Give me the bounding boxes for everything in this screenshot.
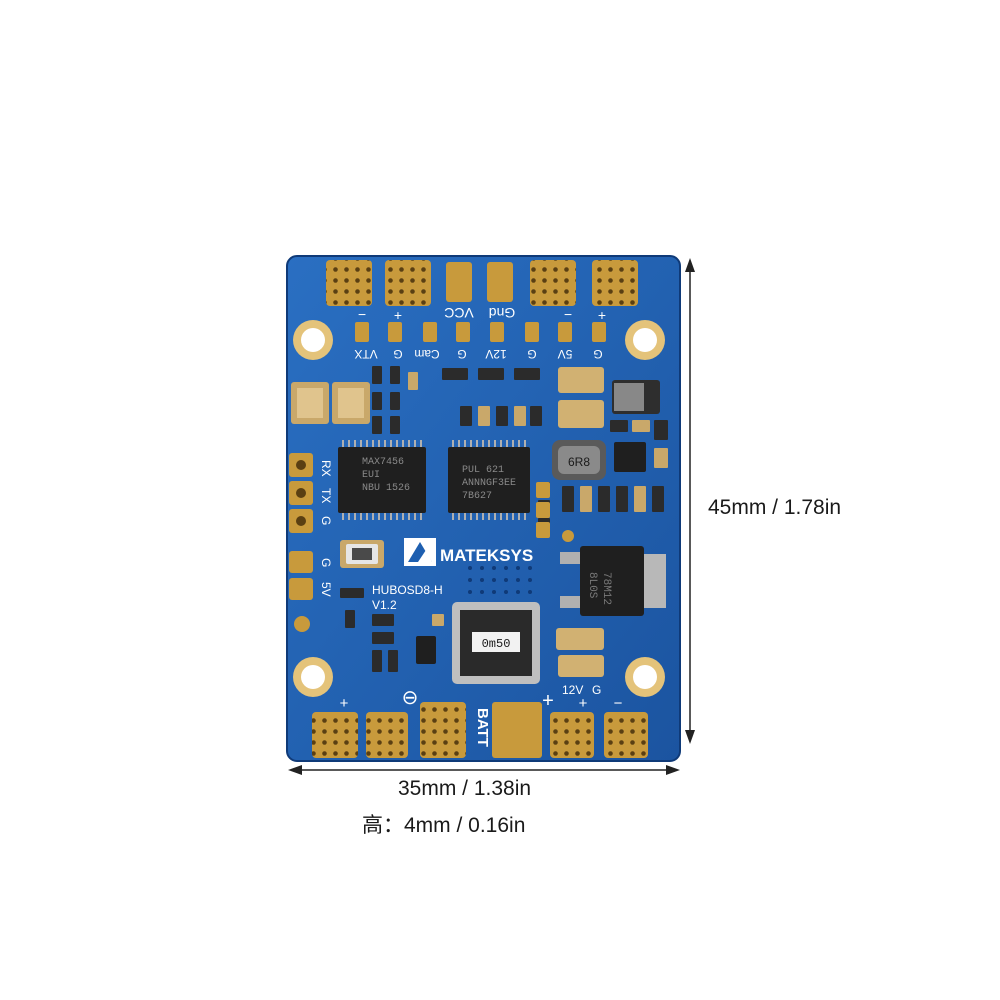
solder-pad <box>604 712 648 758</box>
regulator-marking: 78M12 <box>600 572 612 605</box>
pad-label-g4: G <box>593 347 602 361</box>
top-solder-pads <box>326 260 638 306</box>
mcu-chip-marking: PUL 621 <box>462 465 504 476</box>
mcu-chip-marking: ANNNGF3EE <box>462 478 516 489</box>
mcu-chip: PUL 621 ANNNGF3EE 7B627 <box>448 440 530 520</box>
mounting-hole <box>293 320 333 360</box>
uart-label-rx: RX <box>319 460 333 477</box>
thickness-dimension-label: 高：4mm / 0.16in <box>362 814 526 837</box>
solder-pad <box>446 262 472 302</box>
tantalum-capacitors <box>291 367 660 677</box>
solder-pad <box>592 260 638 306</box>
pad-label-g3: G <box>527 347 536 361</box>
shunt-marking: 0m50 <box>482 637 511 651</box>
transistor <box>416 636 436 664</box>
side-label-5v: 5V <box>319 582 333 597</box>
current-shunt: 0m50 <box>452 602 540 684</box>
inductor-marking: 6R8 <box>568 455 590 469</box>
solder-pad <box>385 260 431 306</box>
solder-pad <box>550 712 594 758</box>
width-dimension-label: 35mm / 1.38in <box>398 777 532 800</box>
mounting-hole <box>625 320 665 360</box>
top-minus-label: − <box>358 307 366 323</box>
small-ic <box>614 442 646 472</box>
top-plus-label-right: + <box>598 307 606 323</box>
model-label: HUBOSD8-H <box>372 583 443 597</box>
solder-pad <box>530 260 576 306</box>
pad-label-vtx: VTX <box>354 347 377 361</box>
top-minus-label-right: − <box>564 307 572 323</box>
uart-label-g: G <box>319 516 333 525</box>
uart-label-tx: TX <box>319 488 333 503</box>
mounting-hole <box>293 657 333 697</box>
bottom-12v-label: 12V <box>562 683 583 697</box>
crystal-oscillator <box>340 540 384 568</box>
solder-pad <box>420 702 466 758</box>
mateksys-logo: MATEKSYS <box>404 538 533 566</box>
width-dimension-line <box>288 765 680 775</box>
smd-components <box>340 366 668 672</box>
signal-pads <box>355 322 606 342</box>
osd-chip: MAX7456 EUI NBU 1526 <box>338 440 426 520</box>
bottom-plus-label-right: + <box>579 695 588 712</box>
vcc-label: VCC <box>444 305 474 321</box>
right-side-pads <box>536 482 574 542</box>
height-dimension-line <box>685 258 695 744</box>
side-label-g: G <box>319 558 333 567</box>
height-dimension-label: 45mm / 1.78in <box>708 496 842 519</box>
gnd-label: Gnd <box>489 305 515 321</box>
batt-label: BATT <box>474 708 491 747</box>
bottom-minus-label: ⊖ <box>402 687 419 709</box>
version-label: V1.2 <box>372 598 397 612</box>
bottom-plus-label-left: + <box>340 695 349 712</box>
uart-pads <box>289 453 313 533</box>
solder-pad <box>487 262 513 302</box>
inductor: 6R8 <box>552 440 606 480</box>
solder-pad <box>326 260 372 306</box>
side-power-pads <box>289 551 313 632</box>
pad-label-g1: G <box>393 347 402 361</box>
batt-pad <box>492 702 542 758</box>
pad-label-12v: 12V <box>485 347 506 361</box>
solder-pad <box>312 712 358 758</box>
bottom-plus-label-batt: + <box>542 690 554 712</box>
brand-label: MATEKSYS <box>440 546 533 565</box>
osd-chip-marking: MAX7456 <box>362 457 404 468</box>
voltage-regulator: 78M12 8L0S <box>560 546 666 616</box>
mcu-chip-marking: 7B627 <box>462 491 492 502</box>
pad-label-g2: G <box>457 347 466 361</box>
bottom-g-label: G <box>592 683 601 697</box>
bottom-solder-pads <box>312 702 648 758</box>
osd-chip-marking: NBU 1526 <box>362 483 410 494</box>
mounting-holes <box>293 320 665 697</box>
mounting-hole <box>625 657 665 697</box>
regulator-marking: 8L0S <box>586 572 598 599</box>
solder-pad <box>366 712 408 758</box>
bottom-minus-label-right: − <box>614 695 623 712</box>
top-plus-label: + <box>394 307 402 323</box>
pad-label-5v: 5V <box>558 347 573 361</box>
via-grid <box>468 566 532 594</box>
pad-label-cam: Cam <box>414 347 439 361</box>
osd-chip-marking: EUI <box>362 470 380 481</box>
